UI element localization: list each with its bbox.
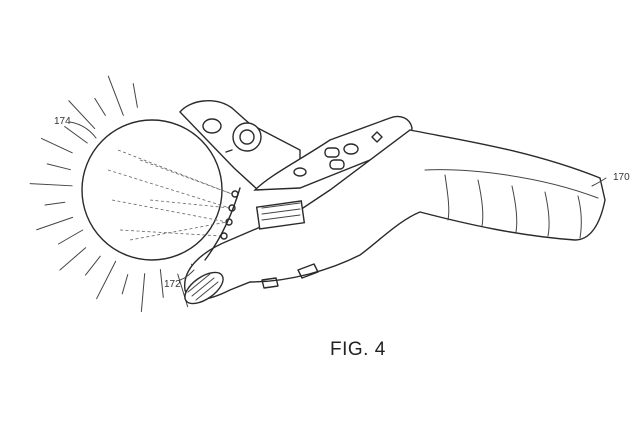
reference-numeral-handle: 170: [613, 172, 630, 183]
light-ray: [46, 163, 71, 171]
reference-numeral-lens: 172: [164, 279, 181, 290]
light-ray: [64, 126, 88, 144]
light-ray: [40, 137, 73, 154]
light-ray: [121, 274, 129, 295]
light-ray: [132, 83, 138, 108]
light-rays-icon: [29, 75, 204, 313]
light-ray: [96, 260, 117, 300]
glowing-sphere-icon: [81, 119, 233, 261]
light-beam: [149, 199, 231, 209]
light-ray: [107, 75, 124, 116]
light-ray: [85, 255, 101, 276]
light-ray: [36, 216, 74, 231]
light-beam: [107, 169, 231, 209]
light-ray: [68, 100, 96, 130]
light-ray: [59, 247, 87, 271]
figure-caption: FIG. 4: [330, 339, 386, 360]
light-ray: [44, 201, 66, 206]
light-beam: [119, 229, 223, 237]
controller-handle-icon: [179, 100, 606, 305]
reference-numeral-sphere: 174: [54, 116, 71, 127]
light-ray: [94, 97, 106, 116]
light-ray: [140, 273, 146, 313]
light-ray: [159, 269, 164, 298]
light-ray: [57, 229, 84, 245]
light-ray: [29, 183, 73, 187]
